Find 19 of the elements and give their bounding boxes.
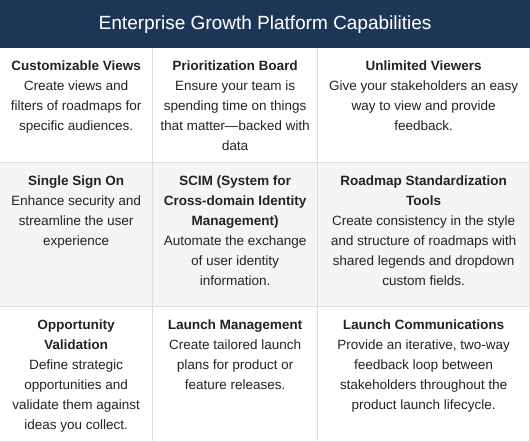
cell-heading: Unlimited Viewers xyxy=(364,57,483,75)
table-title: Enterprise Growth Platform Capabilities xyxy=(0,0,530,48)
cell-text: Give your stakeholders an easy way to view and provide feedback. xyxy=(328,77,520,135)
cell-text: Create consistency in the style and structure of roadmaps with shared legends and dropdown custom fields. xyxy=(330,212,518,290)
cell-text: Provide an iterative, two-way feedback loop between stakeholders throughout the product launch lifecycle. xyxy=(336,336,511,414)
cell-heading: Roadmap Standardization Tools xyxy=(339,172,508,210)
cell-heading: Prioritization Board xyxy=(171,57,299,75)
cell-text: Enhance security and streamline the user experience xyxy=(10,192,142,250)
cell-text: Ensure your team is spending time on things that matter—backed with data xyxy=(159,77,311,155)
cell-text: Create views and filters of roadmaps for specific audiences. xyxy=(10,77,142,135)
cell-heading: SCIM (System for Cross-domain Identity Management) xyxy=(162,172,308,230)
cell-heading: Customizable Views xyxy=(10,57,142,75)
cell-heading: Launch Management xyxy=(166,316,304,334)
cell-heading: Opportunity Validation xyxy=(36,316,116,354)
cell-text: Create tailored launch plans for product or feature releases. xyxy=(168,336,302,394)
cell-text: Automate the exchange of user identity information. xyxy=(162,232,308,290)
cell-text: Define strategic opportunities and validate them against ideas you collect. xyxy=(11,356,141,434)
cell-heading: Single Sign On xyxy=(26,172,125,190)
cell-heading: Launch Communications xyxy=(342,316,506,334)
